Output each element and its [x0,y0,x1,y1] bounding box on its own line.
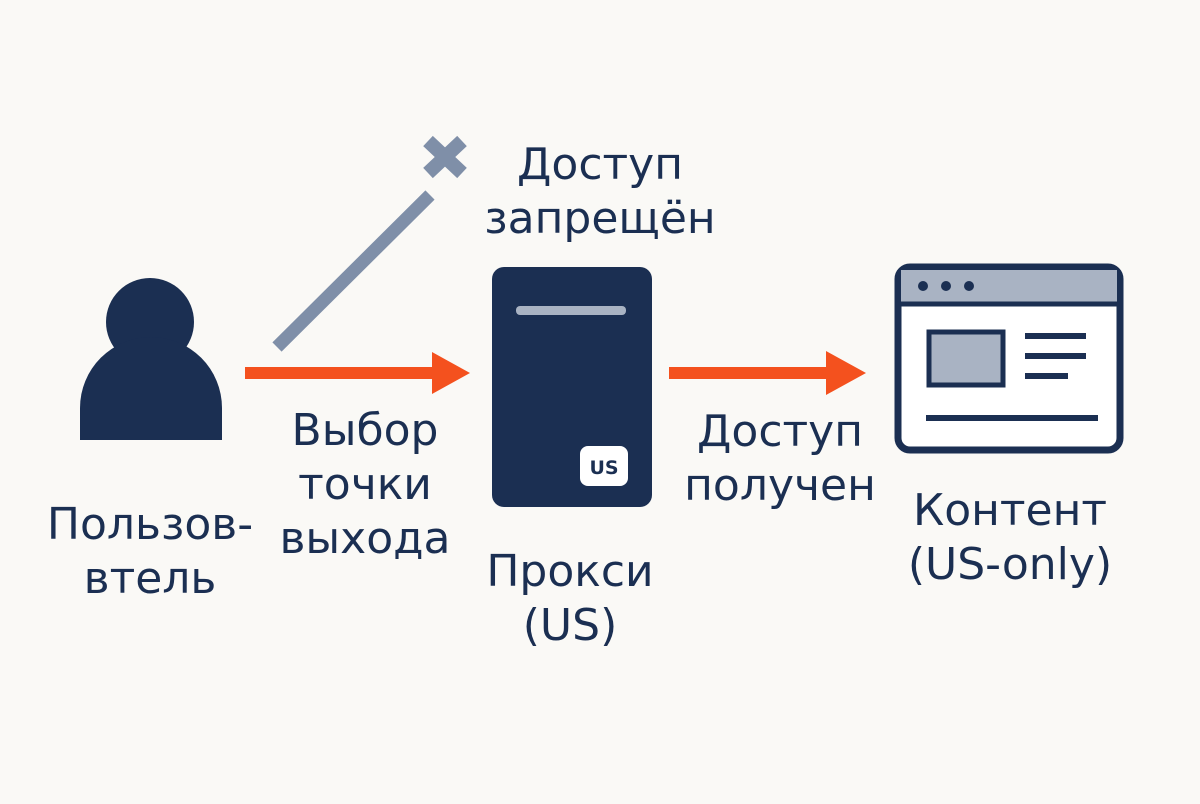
cross-icon [423,135,467,179]
denied-label-line-2: запрещён [484,193,716,244]
choice-label-line-1: Выбор [291,405,439,456]
blocked-path-line [272,190,435,352]
proxy-server-icon: US [492,267,652,507]
user-label-line-1: Пользов- [46,499,254,550]
granted-label-line-1: Доступ [697,406,863,457]
us-badge [580,446,628,486]
proxy-label-line-2: (US) [522,600,618,651]
user-icon [80,278,222,440]
content-label-line-2: (US-only) [907,539,1113,590]
denied-label-line-1: Доступ [517,139,683,190]
content-label: Контент (US-only) [890,484,1130,592]
proxy-label: Прокси (US) [460,545,680,653]
browser-window-icon [894,263,1124,454]
granted-label-line-2: получен [684,460,876,511]
content-label-line-1: Контент [912,485,1108,536]
arrow-proxy-to-content [669,351,866,395]
choice-label-line-2: точки [298,459,432,510]
choice-label-line-3: выхода [279,513,451,564]
choice-label: Выбор точки выхода [265,404,465,566]
proxy-label-line-1: Прокси [486,546,654,597]
user-label-line-2: втель [83,553,217,604]
denied-label: Доступ запрещён [460,138,740,246]
granted-label: Доступ получен [670,405,890,513]
user-label: Пользов- втель [30,498,270,606]
us-badge-label: US [589,457,618,479]
arrow-user-to-proxy [245,352,470,394]
